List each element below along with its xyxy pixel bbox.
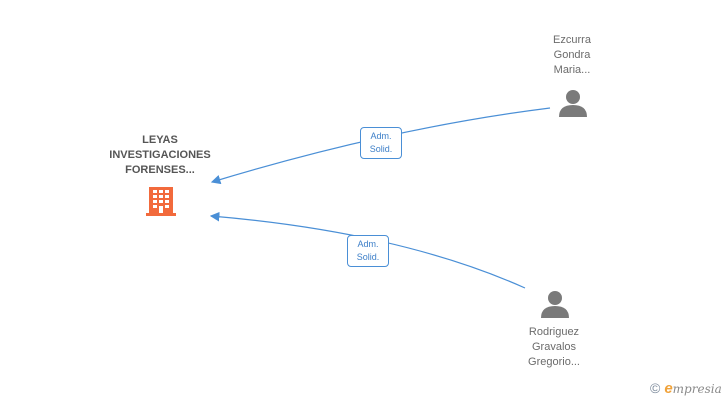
person-2-name[interactable]: Rodriguez Gravalos Gregorio... [514,325,594,370]
person-1-name[interactable]: Ezcurra Gondra Maria... [534,33,610,78]
company-name-line-3: FORENSES... [125,164,195,176]
company-name[interactable]: LEYAS INVESTIGACIONES FORENSES... [95,133,225,178]
person-1-name-line-3: Maria... [553,64,591,76]
edge-label-2-line-1: Adm. [357,239,379,249]
person-2-name-line-3: Gregorio... [528,356,580,368]
person-2-name-line-1: Rodriguez [528,326,580,338]
brand-initial: e [664,380,673,397]
company-name-line-2: INVESTIGACIONES [109,149,211,161]
company-name-line-1: LEYAS [142,134,178,146]
person-1-icon[interactable] [558,88,588,118]
edge-label-1-line-1: Adm. [370,131,392,141]
edge-label-2-line-2: Solid. [356,252,380,262]
person-2-icon[interactable] [540,289,570,319]
copyright-symbol: © [650,380,661,396]
brand-logo: ©empresia [650,380,722,398]
person-2-name-line-2: Gravalos [531,341,577,353]
brand-name: mpresia [672,382,722,396]
person-1-name-line-2: Gondra [553,49,591,61]
edge-label-1-line-2: Solid. [369,144,393,154]
edge-label-2[interactable]: Adm. Solid. [347,235,389,267]
building-icon[interactable] [145,185,177,217]
edge-label-1[interactable]: Adm. Solid. [360,127,402,159]
person-1-name-line-1: Ezcurra [553,34,591,46]
